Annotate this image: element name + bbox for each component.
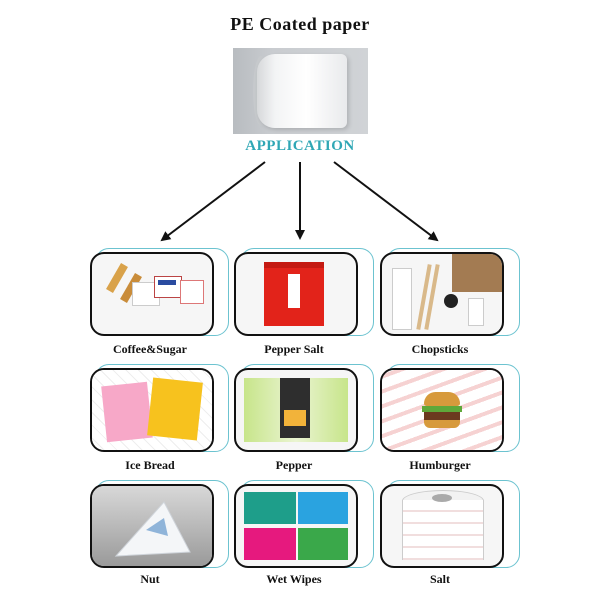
burger-lettuce	[422, 406, 462, 412]
card-ice-bread	[90, 368, 214, 452]
burger-bun-bottom	[424, 420, 460, 428]
item-label: Pepper	[275, 458, 313, 472]
item-label: Pepper Salt	[264, 342, 324, 356]
sachet-image	[284, 410, 306, 426]
item-label: Salt	[429, 572, 450, 586]
card-humburger	[380, 368, 504, 452]
arrow-left	[160, 161, 266, 242]
page-title: PE Coated paper	[230, 14, 370, 34]
nut-pyramid-pack	[114, 501, 191, 557]
item-label: Ice Bread	[125, 458, 175, 472]
teal-wipe	[244, 492, 296, 524]
salt-roll	[402, 500, 484, 560]
card-nut	[90, 484, 214, 568]
chopstick-sleeve	[392, 268, 412, 330]
card-chopsticks	[380, 252, 504, 336]
cream-packet-band	[158, 280, 176, 285]
sachet-seal	[264, 262, 324, 268]
roll-body	[257, 54, 347, 128]
item-label: Nut	[140, 572, 160, 586]
front-sachet	[280, 378, 310, 438]
roll-core	[432, 494, 452, 502]
card-wet-wipes	[234, 484, 358, 568]
yellow-bag	[147, 377, 203, 441]
blue-wipe	[298, 492, 348, 524]
card-coffee-sugar	[90, 252, 214, 336]
pink-bag	[101, 381, 153, 443]
item-label: Coffee&Sugar	[113, 342, 187, 356]
application-heading: APPLICATION	[245, 138, 355, 154]
burger-bun-top	[424, 392, 460, 406]
sachet-label	[288, 274, 300, 308]
paper-roll-image	[233, 48, 368, 134]
card-pepper	[234, 368, 358, 452]
spoon	[444, 294, 458, 308]
item-label: Humburger	[409, 458, 471, 472]
arrow-right	[333, 161, 439, 242]
card-pepper-salt	[234, 252, 358, 336]
card-salt	[380, 484, 504, 568]
toothpick-pack	[468, 298, 484, 326]
green-wipe	[298, 528, 348, 560]
item-label: Wet Wipes	[266, 572, 322, 586]
burger-patty	[424, 412, 460, 420]
magenta-wipe	[244, 528, 296, 560]
burlap-bag	[452, 254, 502, 292]
item-label: Chopsticks	[411, 342, 469, 356]
creamer-packet	[180, 280, 204, 304]
